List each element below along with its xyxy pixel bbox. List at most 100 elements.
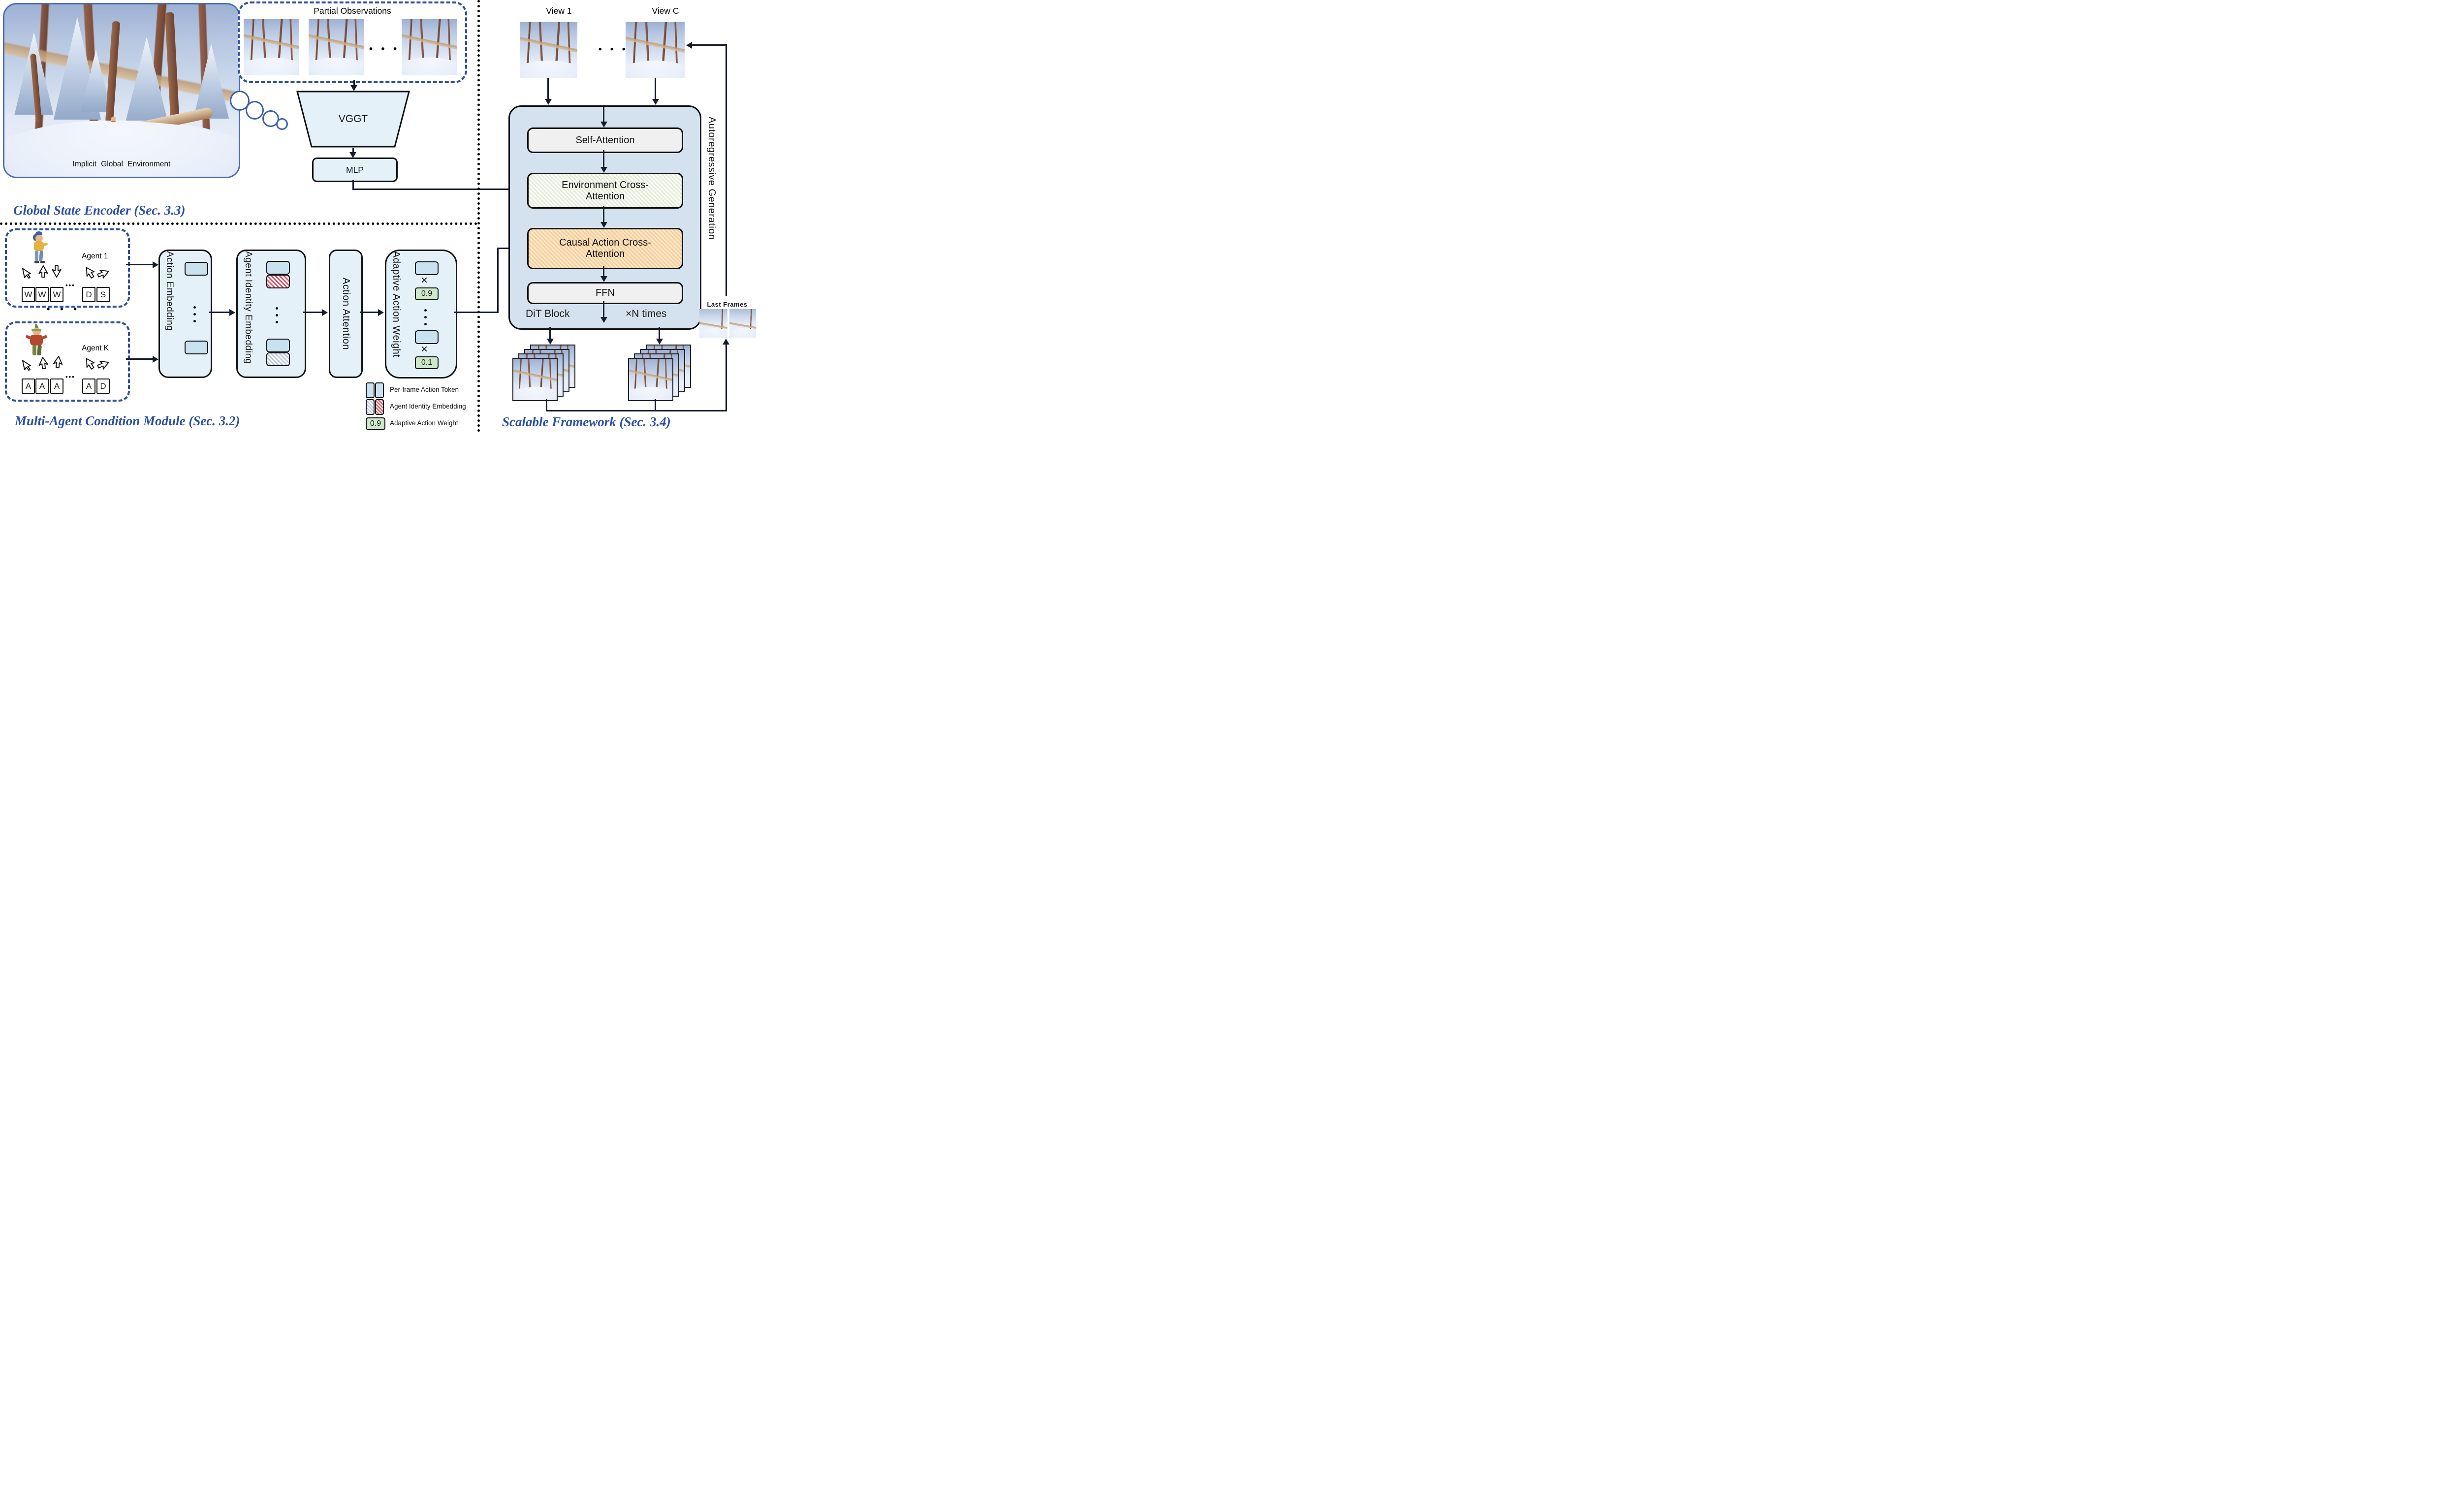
arrow-agent1-to-action-embedding (126, 264, 154, 265)
bare-trunk (105, 21, 121, 123)
feedback-to-view-c-line (692, 44, 726, 46)
key-w: W (35, 287, 49, 302)
environment-3d-scene (4, 4, 239, 177)
action-token (415, 330, 439, 344)
down-arrow-cursor-icon (52, 265, 62, 278)
mlp-to-env-cross-attention-line (352, 189, 520, 190)
legend-weight-swatch: 0.9 (366, 417, 385, 430)
arrow-to-agent-identity-embedding (209, 312, 230, 313)
multiply-symbol: × (421, 274, 428, 287)
bare-trunk (164, 12, 180, 126)
dit-to-stack2-line (659, 327, 660, 341)
arrowhead (686, 41, 692, 49)
agent-identity-embedding-label: Agent Identity Embedding (243, 251, 253, 364)
key-a: A (35, 378, 49, 394)
legend-identity-blue-swatch (366, 399, 375, 415)
adaptive-action-weight-box: Adaptive Action Weight × 0.9 × 0.1 (385, 250, 457, 378)
legend-action-token-swatch (375, 382, 384, 398)
view-1-image (520, 22, 577, 78)
key-a: A (22, 378, 35, 394)
agent-identity-token-blue (266, 352, 290, 366)
legend-action-token-label: Per-frame Action Token (390, 386, 459, 393)
generated-frames-stack-viewc (628, 358, 673, 401)
implicit-global-environment-box: Implicit Global Environment (3, 3, 240, 178)
vggt-trapezoid (296, 91, 410, 148)
action-token (185, 262, 208, 276)
arrowhead (600, 222, 607, 228)
global-state-encoder-label: Global State Encoder (Sec. 3.3) (13, 203, 186, 218)
horizontal-dotted-divider (0, 222, 477, 225)
action-token (185, 341, 208, 354)
key-a: A (50, 378, 63, 394)
ffn-label: FFN (596, 287, 615, 298)
causal-to-ffn-line (603, 266, 604, 278)
agent-k-box: Agent K A A A ••• A D (5, 321, 130, 402)
action-token (415, 261, 439, 275)
aaw-riser-line (497, 248, 499, 313)
arrow-to-adaptive-action-weight (360, 312, 379, 313)
stack1-down-line (546, 399, 547, 411)
up-left-arrow-cursor-icon (86, 267, 95, 279)
arrowhead (378, 309, 384, 316)
arrowhead (600, 276, 607, 282)
up-arrow-cursor-icon (38, 265, 48, 278)
agent-1-character (30, 231, 49, 267)
dit-to-stack1-line (549, 327, 551, 341)
key-d: D (82, 287, 95, 302)
causal-action-cross-attention-box: Causal Action Cross-Attention (527, 228, 683, 269)
pine-tree (193, 44, 229, 119)
vertical-ellipsis (193, 306, 196, 322)
view-c-label: View C (652, 6, 679, 16)
arrowhead (322, 309, 328, 316)
mlp-output-line (352, 180, 354, 189)
environment-cross-attention-box: Environment Cross-Attention (527, 173, 683, 209)
ffn-box: FFN (527, 282, 683, 304)
causal-action-cross-attention-label: Causal Action Cross-Attention (559, 237, 651, 259)
arrow-agentk-to-action-embedding (126, 358, 154, 360)
feedback-vertical-line-upper (726, 44, 727, 296)
observations-ellipsis: • • • (369, 44, 400, 55)
arrowhead (229, 309, 235, 316)
weight-value-bottom: 0.1 (415, 356, 439, 369)
feedback-collector-line (546, 410, 727, 411)
self-attention-box: Self-Attention (527, 127, 683, 153)
legend-identity-red-swatch (375, 399, 384, 415)
ffn-output-line (603, 301, 604, 319)
arrowhead (546, 339, 554, 345)
arrowhead (350, 85, 357, 91)
views-ellipsis: • • • (599, 44, 629, 55)
observation-thumbnail (309, 19, 364, 75)
arrow-observations-to-vggt (353, 80, 355, 86)
observation-thumbnail (244, 19, 299, 75)
action-token (266, 339, 290, 352)
action-attention-label: Action Attention (341, 278, 351, 350)
up-arrow-cursor-icon (38, 357, 48, 370)
right-arrow-cursor-icon (97, 269, 109, 279)
thought-bubble-icon (276, 118, 288, 130)
arrowhead (153, 355, 158, 363)
self-attention-label: Self-Attention (575, 134, 635, 146)
adaptive-action-weight-label: Adaptive Action Weight (391, 251, 402, 358)
agent-1-name: Agent 1 (82, 252, 108, 260)
n-times-label: ×N times (626, 308, 667, 319)
vggt-label: VGGT (338, 113, 368, 125)
pine-tree (125, 37, 168, 124)
key-d: D (96, 378, 110, 394)
dit-input-line (603, 107, 604, 124)
vertical-dotted-divider (477, 0, 480, 432)
env-to-causal-line (603, 206, 604, 224)
keys-ellipsis: ••• (65, 282, 75, 289)
dit-block-label: DiT Block (526, 308, 570, 319)
autoregressive-generation-label: Autoregressive Generation (706, 117, 717, 240)
scalable-framework-label: Scalable Framework (Sec. 3.4) (502, 414, 671, 429)
arrowhead (723, 339, 729, 345)
arrowhead (349, 152, 356, 158)
arrow-vggt-to-mlp (352, 148, 354, 153)
partial-observations-box: Partial Observations • • • (238, 1, 467, 83)
thought-bubble-icon (230, 91, 250, 111)
last-frame-thumbnail (699, 309, 727, 338)
between-agents-ellipsis: • • • (47, 304, 81, 314)
self-attn-to-env-line (603, 150, 604, 169)
action-embedding-label: Action Embedding (164, 251, 175, 331)
right-arrow-cursor-icon (97, 360, 109, 370)
